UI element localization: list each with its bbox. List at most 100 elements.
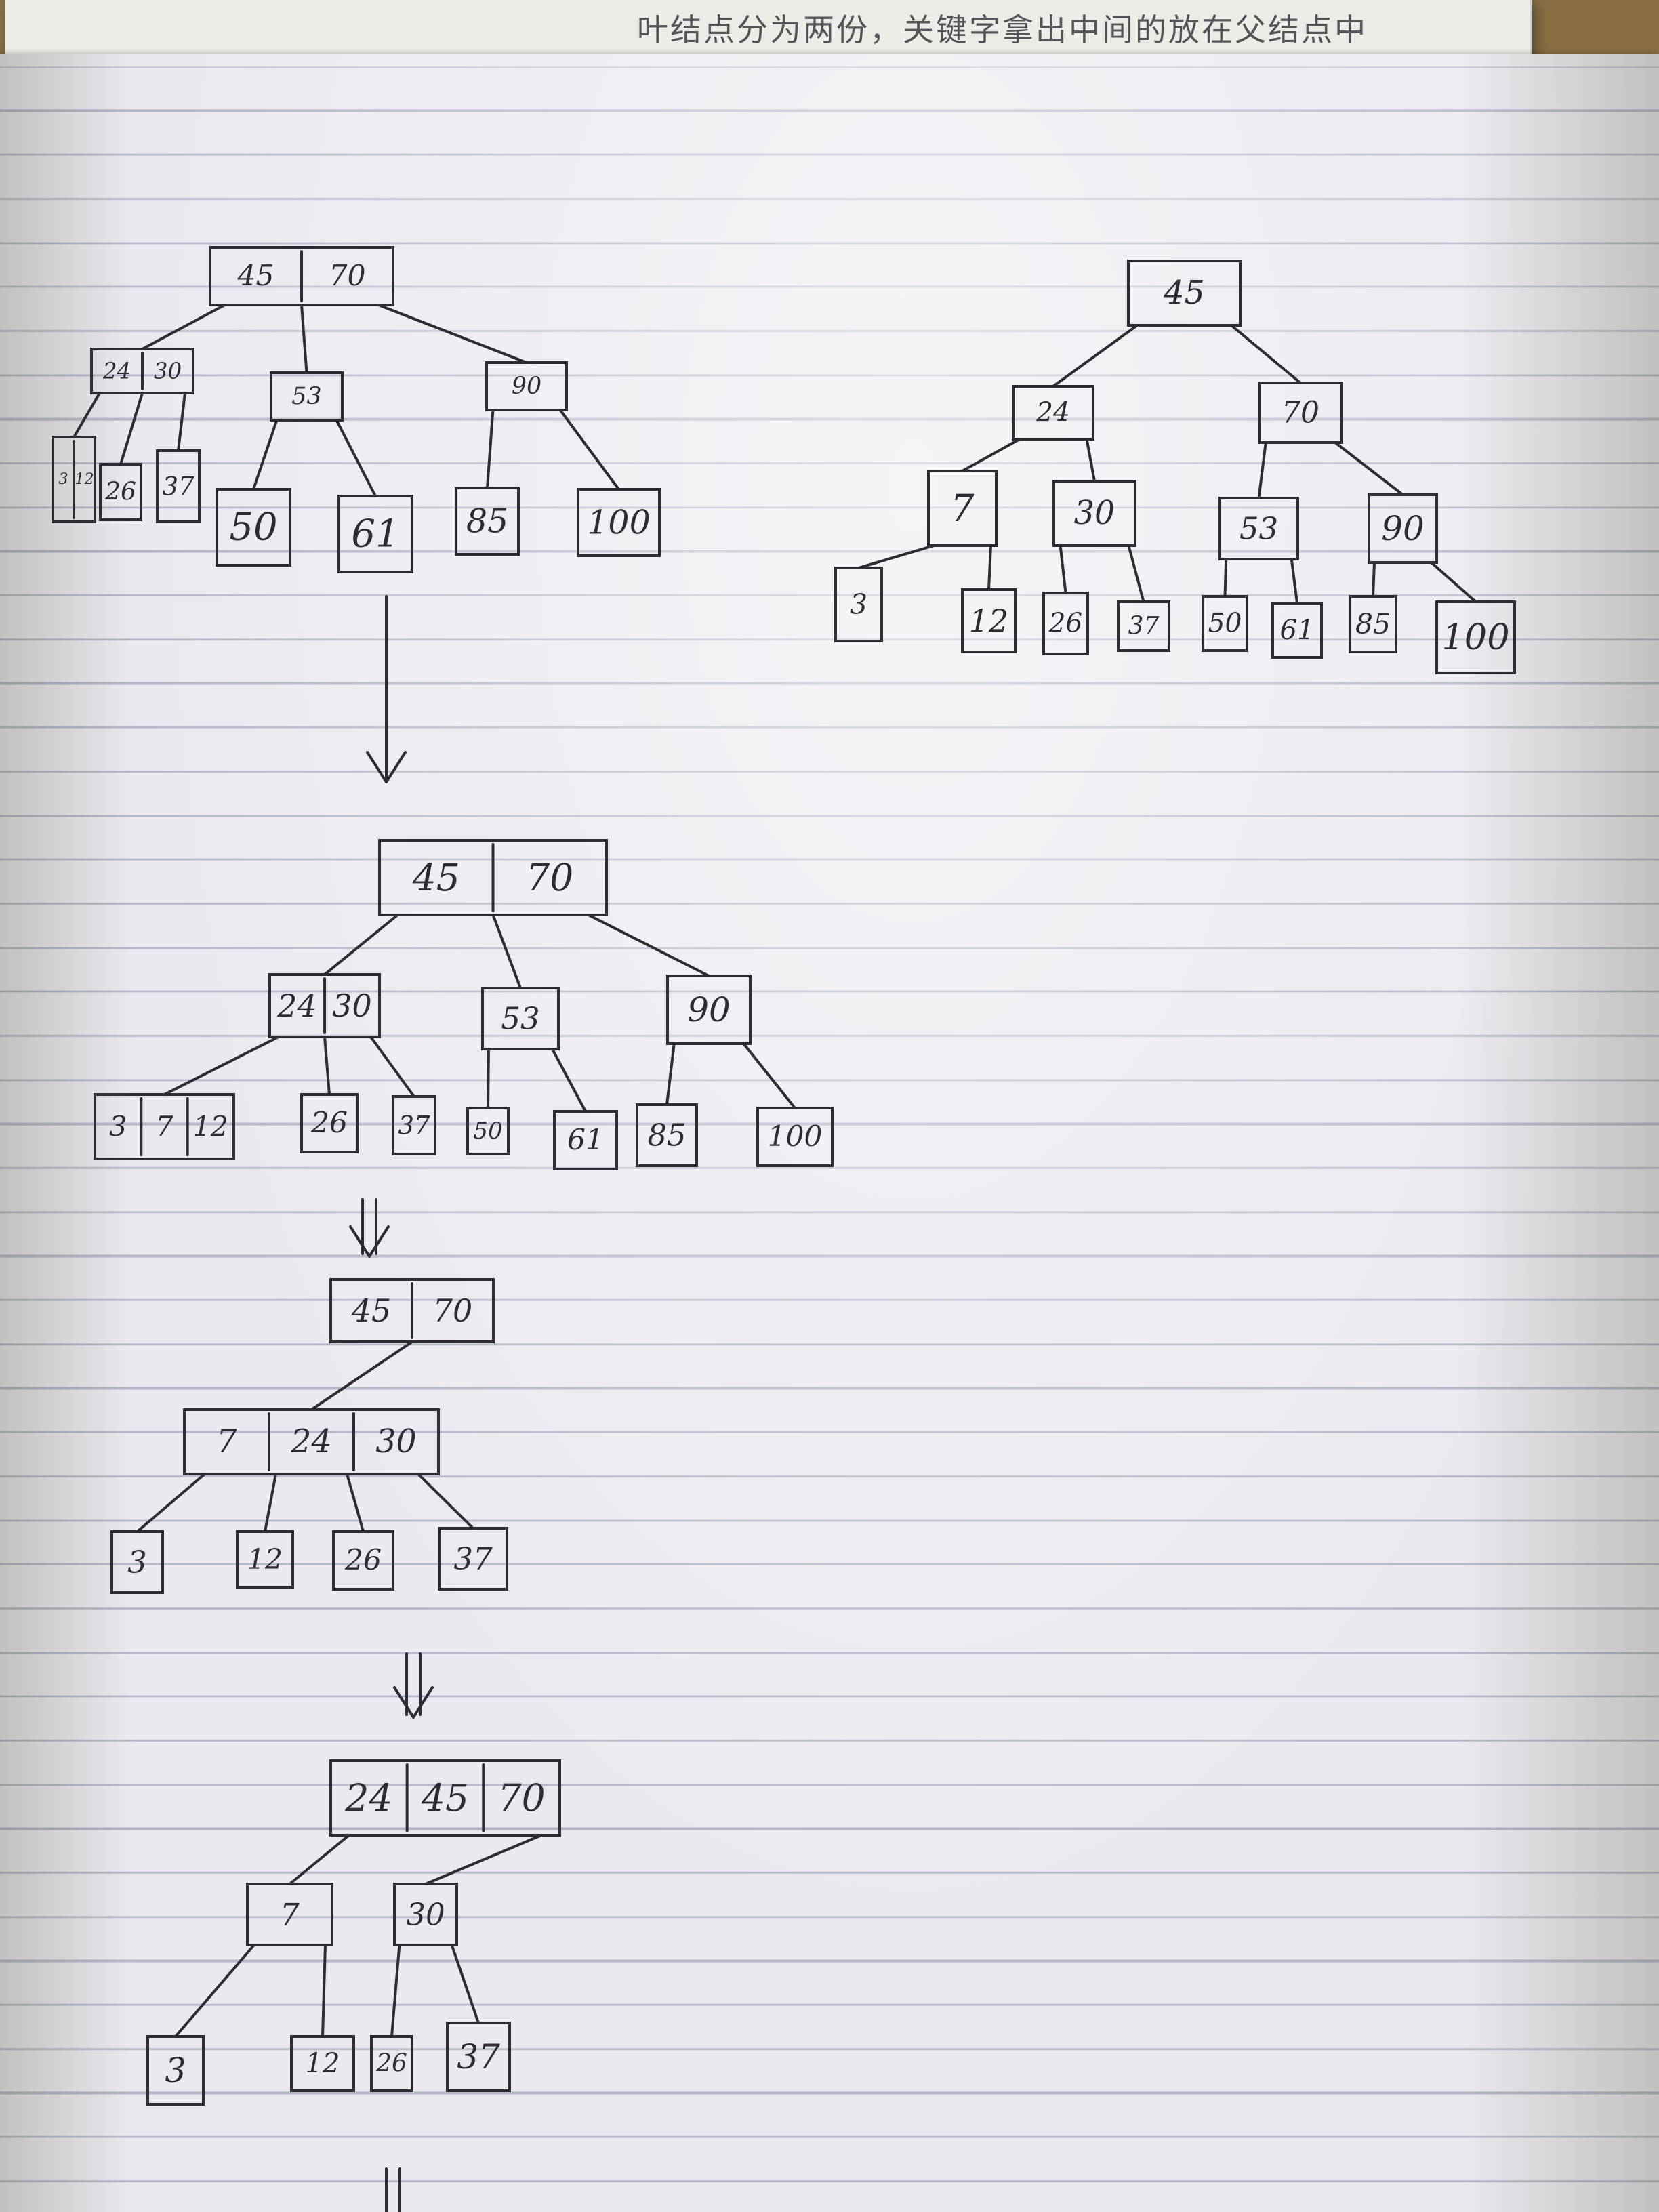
node-key: 3 <box>109 1111 127 1143</box>
node-key: 45 <box>412 856 460 899</box>
node-key: 61 <box>567 1124 604 1157</box>
btree-node-d5: 12 <box>290 2035 355 2092</box>
node-key: 70 <box>329 260 365 293</box>
edge-b1-b3 <box>491 914 522 989</box>
edge-e6-e13 <box>1290 558 1298 605</box>
edges-layer <box>73 304 1477 2038</box>
node-box <box>1042 592 1089 655</box>
btree-node-e10: 26 <box>1042 592 1089 655</box>
node-key: 53 <box>1240 511 1278 547</box>
edge-a2-a7 <box>177 392 186 452</box>
btree-node-b10: 85 <box>636 1103 698 1167</box>
node-box <box>268 973 381 1038</box>
node-key: 24 <box>290 1423 331 1460</box>
node-box <box>553 1110 618 1170</box>
node-box <box>156 449 201 523</box>
btree-node-e3: 70 <box>1258 382 1343 444</box>
node-key: 7 <box>216 1423 237 1460</box>
edge-e7-e15 <box>1430 561 1477 603</box>
node-key: 70 <box>526 856 573 899</box>
node-box <box>236 1530 294 1589</box>
node-box <box>332 1530 394 1591</box>
node-box <box>1435 600 1516 674</box>
btree-node-a9: 61 <box>337 495 413 573</box>
node-key: 7 <box>951 487 975 530</box>
btree-node-e13: 61 <box>1271 602 1323 659</box>
node-key: 3 <box>165 2051 186 2090</box>
edge-b4-b10 <box>665 1042 676 1106</box>
node-key: 85 <box>466 502 508 541</box>
node-box <box>52 436 96 523</box>
node-key: 3 <box>127 1544 147 1580</box>
node-box <box>666 975 752 1045</box>
edge-a2-a6 <box>119 392 144 466</box>
node-box <box>1117 600 1170 652</box>
edge-a3-a9 <box>335 419 377 497</box>
node-key: 24 <box>1036 398 1070 428</box>
node-key: 30 <box>1074 495 1115 532</box>
btree-node-e6: 53 <box>1218 497 1299 560</box>
btree-node-e15: 100 <box>1435 600 1516 674</box>
btree-node-e9: 12 <box>961 588 1017 653</box>
edge-d2-d4 <box>174 1944 255 2038</box>
node-key: 85 <box>1355 608 1391 640</box>
node-box <box>99 463 142 521</box>
node-key: 45 <box>421 1776 469 1820</box>
node-key: 30 <box>154 359 182 384</box>
edge-e2-e4 <box>961 438 1021 472</box>
btree-node-d2: 7 <box>246 1883 333 1946</box>
edge-a1-a2 <box>141 304 226 350</box>
node-key: 50 <box>229 506 277 550</box>
btree-node-e1: 45 <box>1127 260 1242 327</box>
node-key: 90 <box>512 373 542 400</box>
node-box <box>90 348 194 394</box>
node-key: 37 <box>453 1541 493 1577</box>
node-key: 37 <box>398 1111 430 1141</box>
node-key: 12 <box>306 2048 340 2079</box>
edge-b3-b9 <box>551 1048 587 1113</box>
edge-d2-d5 <box>321 1944 327 2038</box>
node-key: 50 <box>473 1118 502 1145</box>
node-box <box>337 495 413 573</box>
node-box <box>756 1107 834 1167</box>
edge-a2-a5 <box>73 392 101 438</box>
btree-node-e12: 50 <box>1202 595 1248 652</box>
btree-node-b9: 61 <box>553 1110 618 1170</box>
btree-node-e5: 30 <box>1052 480 1136 547</box>
btree-node-b11: 100 <box>756 1107 834 1167</box>
node-key: 12 <box>75 471 94 488</box>
btree-node-b8: 50 <box>466 1107 510 1155</box>
node-box <box>183 1408 440 1475</box>
edge-c2-c3 <box>136 1473 206 1533</box>
node-box <box>216 488 291 567</box>
edge-b1-b4 <box>587 914 710 977</box>
node-key: 61 <box>351 512 399 556</box>
node-box <box>577 488 661 557</box>
btree-node-c5: 26 <box>332 1530 394 1591</box>
edge-d1-d2 <box>288 1834 351 1885</box>
notebook-page <box>0 54 1659 2212</box>
node-box <box>834 567 883 642</box>
note-heading: 叶结点分为两份，关键字拿出中间的放在父结点中 <box>637 12 1368 48</box>
node-key: 37 <box>162 472 194 501</box>
edge-a1-a4 <box>377 304 528 364</box>
edge-e1-e2 <box>1052 324 1139 388</box>
node-key: 3 <box>59 471 68 488</box>
node-box <box>392 1095 436 1155</box>
node-key: 12 <box>247 1543 283 1576</box>
node-box <box>300 1093 359 1153</box>
btree-node-c4: 12 <box>236 1530 294 1589</box>
edge-c2-c5 <box>346 1473 365 1533</box>
btree-node-a3: 53 <box>270 371 344 422</box>
btree-node-b3: 53 <box>481 987 560 1050</box>
edge-a4-a11 <box>558 409 620 491</box>
node-key: 37 <box>457 2037 500 2076</box>
node-box <box>1127 260 1242 327</box>
edge-e7-e14 <box>1372 561 1376 598</box>
node-key: 61 <box>1280 615 1315 646</box>
arrow-down-3 <box>393 1652 434 1719</box>
